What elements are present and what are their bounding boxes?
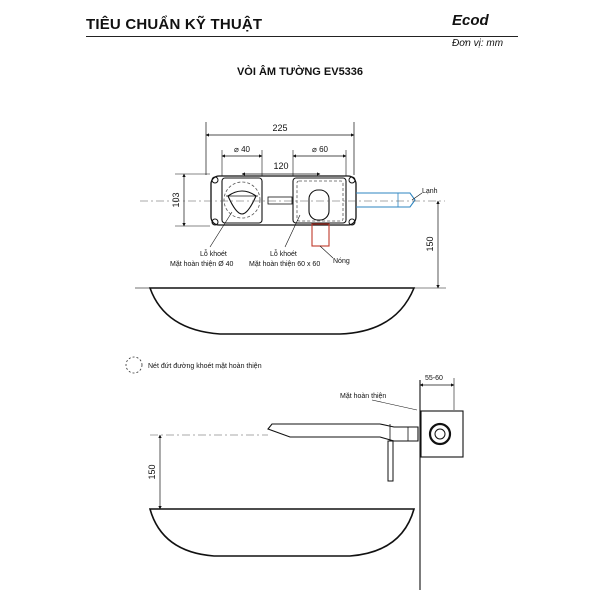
dim-d40: ⌀ 40 — [234, 145, 250, 154]
cold-leader — [411, 192, 423, 201]
valve-housing — [292, 177, 347, 224]
legend: Nét đứt đường khoét mặt hoàn thiện — [125, 356, 262, 374]
mount-hole-br — [348, 218, 356, 226]
hot-leader — [319, 245, 334, 259]
valve-cartridge — [308, 189, 330, 221]
legend-dashed-circle-icon — [125, 356, 143, 374]
finish-leader — [371, 399, 418, 411]
lever-handle — [387, 440, 394, 482]
legend-text: Nét đứt đường khoét mặt hoàn thiện — [148, 363, 262, 370]
spout-outlet-shape — [227, 190, 257, 215]
basin-side — [148, 508, 416, 557]
label-cold: Lạnh — [422, 188, 438, 195]
dim-depth: 55-60 — [425, 375, 443, 382]
hot-pipe — [311, 223, 330, 247]
hole1-label-line1: Lỗ khoét — [200, 249, 227, 258]
dim-d60: ⌀ 60 — [312, 145, 328, 154]
front-view: 225 ⌀ 40 ⌀ 60 120 103 — [135, 122, 446, 335]
mount-hole-bl — [211, 218, 219, 226]
hole2-leader — [284, 214, 301, 248]
dim-height: 103 — [171, 192, 181, 207]
back-plate — [210, 175, 357, 226]
unit-label: Đơn vị: mm — [452, 38, 504, 49]
connector-pipe — [267, 196, 293, 205]
spout-housing — [221, 177, 263, 224]
dim-spacing: 120 — [273, 161, 288, 171]
basin-front — [148, 287, 416, 335]
label-finish-surface: Mặt hoàn thiện — [340, 393, 386, 400]
spout-side — [267, 423, 419, 442]
brand-logo: Ecod — [452, 12, 489, 29]
cutout-d40-dashed — [223, 181, 261, 219]
dim-side-height: 150 — [147, 464, 157, 479]
hole2-label-line2: Mặt hoàn thiện 60 x 60 — [249, 261, 320, 268]
hole1-leader — [209, 211, 233, 248]
label-hot: Nóng — [333, 258, 350, 265]
product-title: VÒI ÂM TƯỜNG EV5336 — [236, 66, 364, 78]
mount-hole-tr — [348, 176, 356, 184]
side-view: 55-60 Mặt hoàn thiện 150 — [147, 375, 464, 590]
cold-pipe — [356, 192, 416, 208]
valve-body-side — [420, 410, 464, 458]
header-rule — [86, 36, 518, 37]
hole2-label-line1: Lỗ khoét — [270, 249, 297, 258]
dim-total-width: 225 — [272, 123, 287, 133]
document-title: TIÊU CHUẨN KỸ THUẬT — [86, 16, 263, 33]
mount-hole-tl — [211, 176, 219, 184]
hole1-label-line2: Mặt hoàn thiện Ø 40 — [170, 261, 234, 268]
valve-core-side — [434, 428, 446, 440]
valve-cartridge-side — [428, 422, 452, 446]
dim-spout-height: 150 — [425, 236, 435, 251]
